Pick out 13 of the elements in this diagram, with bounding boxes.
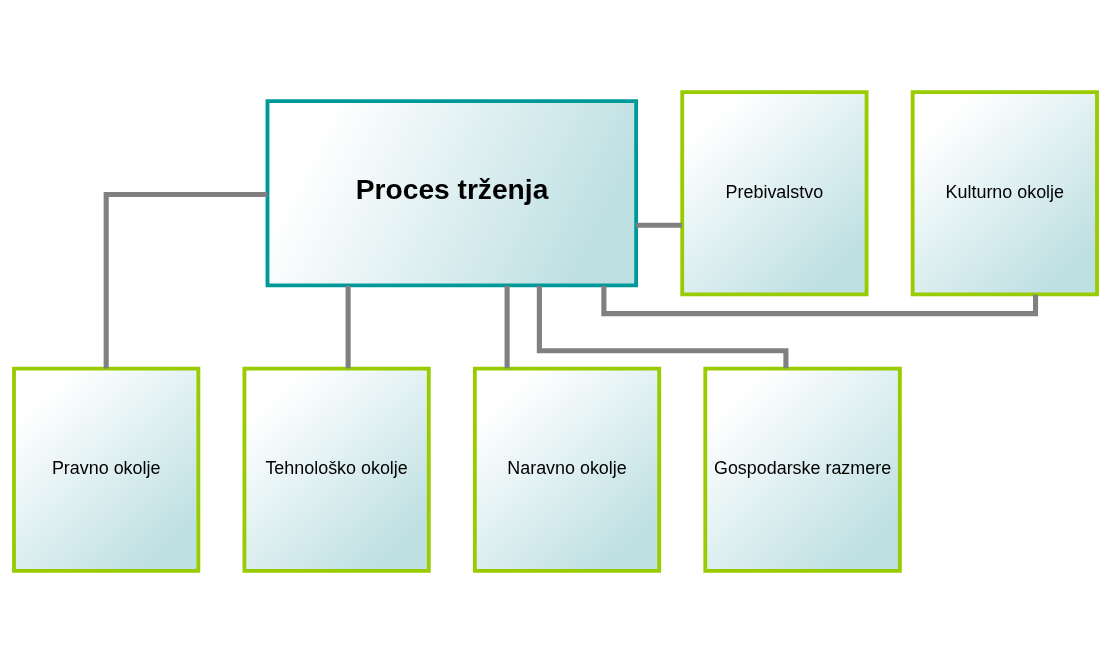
- connector: [636, 222, 683, 228]
- connector: [601, 285, 1039, 316]
- node-box: Naravno okolje: [472, 366, 662, 573]
- node-box: Proces trženja: [265, 98, 639, 287]
- connector: [536, 285, 789, 368]
- connector: [345, 285, 351, 368]
- node-box: Kulturno okolje: [910, 89, 1099, 296]
- connector: [103, 191, 268, 368]
- node-box: Pravno okolje: [12, 366, 201, 573]
- node-box: Tehnološko okolje: [242, 366, 431, 573]
- connector: [504, 285, 510, 368]
- node-box: Gospodarske razmere: [703, 366, 902, 573]
- node-box: Prebivalstvo: [680, 89, 869, 296]
